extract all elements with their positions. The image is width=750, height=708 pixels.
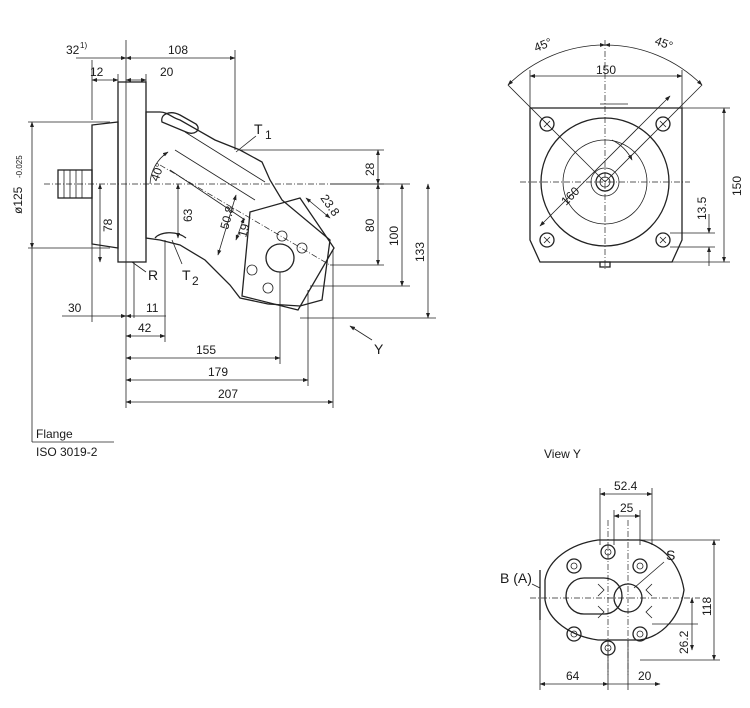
dim-125-tol: -0.025 <box>15 155 24 178</box>
dim-11: 11 <box>146 301 159 315</box>
dim-63: 63 <box>181 208 195 222</box>
bolt-1 <box>566 558 582 574</box>
dim-179: 179 <box>208 365 228 379</box>
bolt-6 <box>632 626 648 642</box>
dim-150-right: 150 <box>730 176 744 196</box>
square-flange <box>529 107 683 263</box>
view-y-title: View Y <box>544 447 581 461</box>
label-t1-sub: 1 <box>265 128 272 142</box>
label-t2-sub: 2 <box>192 274 199 288</box>
view-y: View Y 52.4 25 <box>500 447 720 690</box>
dim-100: 100 <box>387 226 401 246</box>
label-y: Y <box>374 341 384 357</box>
dim-19: 19 <box>235 222 252 239</box>
dim-118: 118 <box>700 597 714 616</box>
port-plate-outline <box>544 539 685 641</box>
dim-13-5: 13.5 <box>695 196 709 220</box>
dim-80: 80 <box>363 218 377 232</box>
dim-28: 28 <box>363 162 377 176</box>
bolt-4 <box>566 626 582 642</box>
dim-133: 133 <box>413 242 427 262</box>
dim-42: 42 <box>138 321 152 335</box>
label-flange: Flange <box>36 427 73 441</box>
dim-25: 25 <box>620 501 634 515</box>
dim-125: ø125 <box>11 186 25 214</box>
dim-155: 155 <box>196 343 216 357</box>
dim-26-2: 26.2 <box>677 630 691 654</box>
dim-20: 20 <box>160 65 174 79</box>
side-view: 32 1) 108 12 20 ø125 -0.025 78 63 40° 50… <box>11 40 436 459</box>
bolt-hole-br <box>655 232 671 248</box>
bolt-3 <box>632 558 648 574</box>
label-r: R <box>148 267 158 283</box>
pump-housing <box>145 111 331 307</box>
mounting-flange <box>117 81 147 263</box>
angle-45-left: 45° <box>532 35 554 55</box>
dim-12: 12 <box>90 65 104 79</box>
dim-32: 32 <box>66 43 80 57</box>
dim-78: 78 <box>101 218 115 232</box>
dim-32-note: 1) <box>80 41 87 50</box>
label-t2: T <box>182 267 191 283</box>
label-port-s: S <box>666 547 675 563</box>
label-flange-standard: ISO 3019-2 <box>36 445 98 459</box>
dim-108: 108 <box>168 43 188 57</box>
dim-150-top: 150 <box>596 63 616 77</box>
dim-20-y: 20 <box>638 669 652 683</box>
port-plate <box>241 197 335 311</box>
port-b-kidney <box>565 577 623 615</box>
dim-64: 64 <box>566 669 580 683</box>
label-port-b-a: B (A) <box>500 570 532 586</box>
dim-207: 207 <box>218 387 238 401</box>
angle-45-right: 45° <box>653 34 675 53</box>
dim-40-deg: 40° <box>148 161 167 183</box>
dim-23-8: 23.8 <box>318 192 343 219</box>
port-b <box>265 243 295 273</box>
front-view: 45° 45° 150 150 160 13.5 <box>507 34 744 270</box>
dim-52-4: 52.4 <box>614 479 638 493</box>
label-t1: T <box>254 121 263 137</box>
dim-50-8: 50.8 <box>217 204 237 230</box>
bolt-hole-bl <box>539 232 555 248</box>
dim-30: 30 <box>68 301 82 315</box>
